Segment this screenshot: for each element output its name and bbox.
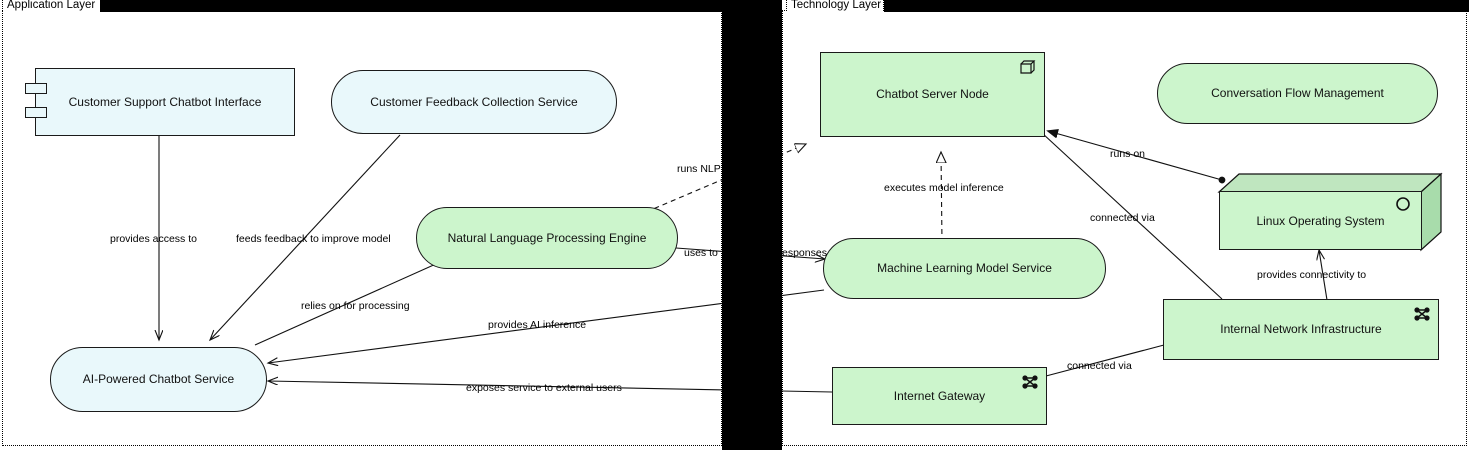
connector-provides-connectivity-to — [1319, 250, 1328, 301]
connector-runs-on — [1048, 131, 1222, 180]
group-application-layer-label-text: Application Layer — [7, 0, 96, 11]
relationship-label-feeds-feedback: feeds feedback to improve model — [236, 233, 391, 245]
connector-executes-model-inference — [941, 152, 942, 244]
element-label: AI-Powered Chatbot Service — [82, 372, 235, 386]
element-internal-network-infrastructure[interactable]: Internal Network Infrastructure — [1163, 299, 1439, 360]
element-chatbot-server-node[interactable]: Chatbot Server Node — [820, 52, 1045, 137]
node-icon — [1020, 60, 1036, 74]
network-icon — [1414, 307, 1430, 321]
element-label: Conversation Flow Management — [1211, 86, 1384, 100]
element-machine-learning-model-service[interactable]: Machine Learning Model Service — [823, 238, 1106, 299]
group-technology-layer-label-text: Technology Layer — [791, 0, 882, 11]
network-icon — [1022, 375, 1038, 389]
relationship-label-responses: esponses — [782, 247, 827, 259]
element-customer-support-chatbot-interface[interactable]: Customer Support Chatbot Interface — [25, 68, 295, 136]
relationship-label-executes-model-inference: executes model inference — [884, 182, 1004, 194]
relationship-label-provides-ai-inference: provides AI inference — [488, 319, 587, 331]
element-label: Machine Learning Model Service — [877, 261, 1052, 275]
box3d-front-face: Linux Operating System — [1219, 191, 1422, 250]
system-software-icon — [1396, 197, 1410, 211]
element-label: Linux Operating System — [1256, 213, 1385, 228]
relationship-label-exposes-service: exposes service to external users — [466, 382, 622, 394]
element-natural-language-processing-engine[interactable]: Natural Language Processing Engine — [416, 207, 678, 269]
component-icon-tab-bottom — [25, 107, 47, 118]
element-internet-gateway[interactable]: Internet Gateway — [832, 367, 1047, 425]
connector-connected-via-network — [1041, 132, 1223, 300]
element-ai-powered-chatbot-service[interactable]: AI-Powered Chatbot Service — [50, 347, 267, 412]
relationship-label-provides-access-to: provides access to — [110, 233, 197, 245]
element-linux-operating-system[interactable]: Linux Operating System — [1217, 172, 1443, 252]
relationship-label-connected-via-network: connected via — [1090, 212, 1155, 224]
element-customer-feedback-collection-service[interactable]: Customer Feedback Collection Service — [331, 70, 617, 134]
element-label: Chatbot Server Node — [876, 87, 989, 101]
connector-relies-on-for-processing — [254, 259, 447, 346]
occlusion-band-vertical — [722, 0, 782, 450]
element-label: Customer Feedback Collection Service — [370, 94, 578, 109]
element-label: Internet Gateway — [893, 388, 986, 403]
element-label: Internal Network Infrastructure — [1220, 322, 1382, 336]
connector-feeds-feedback — [210, 134, 401, 340]
group-application-layer-label[interactable]: Application Layer — [2, 0, 102, 11]
relationship-label-relies-on-for-processing: relies on for processing — [301, 300, 410, 312]
relationship-label-uses-to: uses to — [684, 247, 718, 259]
element-conversation-flow-management[interactable]: Conversation Flow Management — [1157, 63, 1438, 124]
occlusion-band-top-right — [884, 0, 1469, 12]
element-label: Natural Language Processing Engine — [447, 230, 647, 245]
group-technology-layer-label[interactable]: Technology Layer — [786, 0, 884, 11]
connector-connected-via-gateway — [1045, 344, 1165, 377]
relationship-label-runs-nlp: runs NLP — [677, 163, 721, 175]
relationship-label-provides-connectivity-to: provides connectivity to — [1257, 269, 1367, 281]
relationship-label-connected-via-gateway: connected via — [1067, 360, 1132, 372]
relationship-label-runs-on: runs on — [1110, 148, 1146, 160]
element-label: Customer Support Chatbot Interface — [68, 94, 262, 109]
occlusion-band-top-left — [100, 0, 723, 12]
component-icon-tab-top — [25, 83, 47, 94]
